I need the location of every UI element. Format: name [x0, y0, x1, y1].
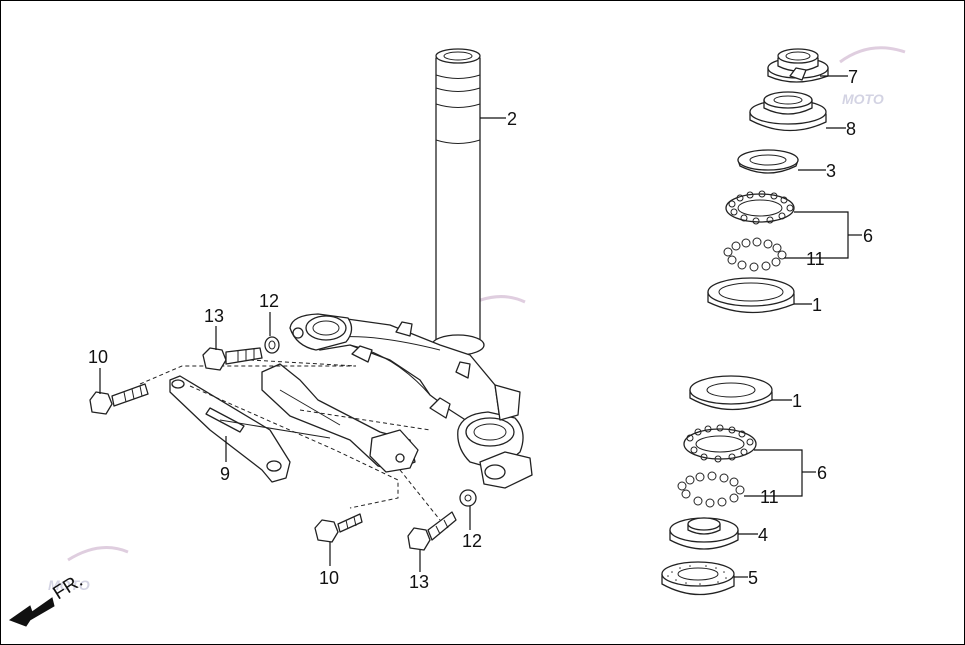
front-arrow-icon	[8, 597, 55, 627]
steel-balls-11-lower	[677, 471, 745, 508]
callout-1-lower: 1	[792, 391, 802, 411]
svg-text:MOTO: MOTO	[48, 577, 90, 593]
bearing-race-3	[737, 149, 799, 174]
callout-11-upper: 11	[806, 249, 825, 269]
callout-8: 8	[846, 119, 856, 139]
callout-labels: 7 8 2 3 6 11 1 1 6 11 4 5 13 12 10 9 10 …	[88, 67, 873, 592]
callout-6-lower: 6	[817, 463, 827, 483]
watermark-logo-bottom: MOTO	[48, 546, 129, 593]
bearing-cup-1-upper	[707, 277, 795, 314]
dust-seal-5	[661, 561, 735, 596]
callout-4: 4	[758, 525, 768, 545]
callout-11-lower: 11	[760, 487, 779, 507]
callout-6-upper: 6	[863, 226, 873, 246]
leader-lines	[99, 75, 862, 578]
bearing-race-4	[669, 517, 739, 550]
ball-retainer-6-lower	[683, 424, 757, 463]
bearing-cup-1-lower	[689, 375, 773, 411]
callout-13-lower: 13	[409, 572, 429, 592]
callout-3: 3	[826, 161, 836, 181]
bolt-10-upper	[89, 383, 149, 415]
lock-nut-7	[767, 48, 829, 83]
callout-13-upper: 13	[204, 306, 224, 326]
steering-stem	[289, 48, 533, 489]
callout-9: 9	[220, 464, 230, 484]
callout-10-lower: 10	[319, 568, 339, 588]
callout-2: 2	[507, 109, 517, 129]
adjusting-nut-8	[749, 91, 827, 132]
ball-retainer-6-upper	[725, 190, 795, 225]
callout-12-lower: 12	[462, 531, 482, 551]
steel-balls-11-upper	[723, 237, 787, 272]
washer-12-lower	[459, 489, 477, 507]
svg-text:MOTO: MOTO	[842, 91, 884, 107]
callout-5: 5	[748, 568, 758, 588]
bolt-13-upper	[202, 347, 263, 371]
washer-12-upper	[264, 336, 280, 354]
watermark-logo-top: MOTO	[839, 46, 906, 107]
assembly-guide-lines	[139, 359, 441, 521]
callout-10-upper: 10	[88, 347, 108, 367]
callout-12-upper: 12	[259, 291, 279, 311]
brake-hose-bracket	[169, 363, 419, 483]
front-direction-label: FR.	[50, 570, 87, 604]
callout-7: 7	[848, 67, 858, 87]
callout-1-upper: 1	[812, 295, 822, 315]
bolt-10-lower	[314, 513, 363, 543]
bolt-13-lower	[407, 511, 457, 551]
